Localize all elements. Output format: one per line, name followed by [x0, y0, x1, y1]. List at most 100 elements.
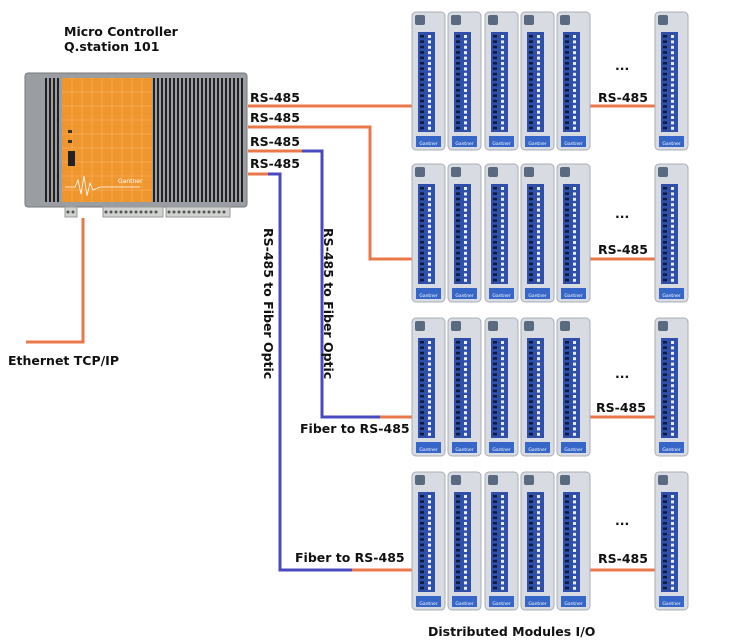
terminal-led [428, 78, 431, 82]
terminal [529, 246, 533, 249]
terminal-led [573, 268, 576, 271]
terminal-led [573, 110, 576, 114]
terminal [420, 278, 424, 282]
terminal-led [671, 246, 674, 250]
terminal [663, 99, 667, 103]
terminal-led [501, 538, 504, 542]
terminal [456, 384, 460, 387]
module-q-badge [658, 15, 668, 25]
terminal-led [573, 278, 576, 282]
terminal-led [501, 581, 504, 585]
module-label-plate [416, 288, 441, 299]
module-brand: Gantner [528, 601, 546, 607]
terminal [493, 78, 497, 81]
terminal [529, 500, 533, 503]
status-led [68, 130, 72, 133]
terminal [456, 121, 460, 124]
terminal [420, 532, 424, 536]
terminal-led [464, 357, 467, 361]
terminal-led [537, 505, 540, 509]
terminal [493, 576, 497, 579]
terminal-led [671, 62, 674, 65]
terminal-led [428, 235, 431, 239]
terminal-led [501, 389, 504, 393]
terminal-led [537, 432, 540, 436]
terminal-led [573, 346, 576, 350]
terminal-led [428, 559, 431, 563]
terminal [565, 214, 569, 217]
terminal-screw [167, 210, 171, 214]
module-q-badge [658, 167, 668, 177]
terminal-led [428, 527, 431, 531]
terminal [663, 378, 667, 382]
terminal [565, 83, 569, 87]
terminal-led [671, 219, 674, 223]
terminal-led [501, 532, 504, 536]
terminal-led [464, 389, 467, 393]
terminal [493, 246, 497, 249]
terminal-led [671, 89, 674, 92]
rs485-label-4: RS-485 [250, 156, 300, 171]
terminal-led [573, 384, 576, 388]
terminal [529, 511, 533, 514]
terminal-led [501, 357, 504, 361]
terminal-led [671, 373, 674, 377]
terminal [529, 341, 533, 344]
terminal [565, 549, 569, 552]
terminal-led [428, 416, 431, 420]
terminal [420, 549, 424, 552]
terminal-led [537, 197, 540, 201]
terminal-led [537, 268, 540, 271]
terminal-led [464, 62, 467, 65]
terminal-led [501, 400, 504, 404]
terminal-led [464, 35, 467, 38]
heatsink-fin [237, 78, 239, 202]
terminal [565, 224, 569, 228]
terminal [565, 219, 569, 222]
terminal-led [573, 99, 576, 103]
terminal-led [537, 586, 540, 590]
terminal [493, 56, 497, 60]
terminal [493, 378, 497, 382]
terminal-screw [149, 210, 153, 214]
terminal-led [671, 570, 674, 574]
terminal-led [671, 83, 674, 87]
terminal-screw [139, 210, 143, 214]
terminal [663, 235, 667, 239]
terminal [663, 511, 667, 514]
io-module-r1-c1: Gantner [411, 11, 446, 151]
terminal [456, 570, 460, 574]
terminal-led [464, 395, 467, 398]
terminal [529, 94, 533, 97]
terminal [493, 586, 497, 590]
terminal-led [573, 235, 576, 239]
terminal [493, 230, 497, 233]
terminal-led [464, 538, 467, 542]
terminal-led [537, 368, 540, 371]
terminal-led [537, 411, 540, 415]
io-module-r4-c3: Gantner [484, 471, 519, 611]
terminal [565, 416, 569, 420]
micro-controller-device: Gantner [24, 72, 248, 218]
terminal [493, 373, 497, 376]
terminal-led [573, 522, 576, 525]
rs485-label-2: RS-485 [250, 110, 300, 125]
terminal-led [537, 35, 540, 38]
module-brand: Gantner [662, 447, 680, 453]
terminal [663, 62, 667, 65]
module-brand: Gantner [455, 447, 473, 453]
terminal [493, 94, 497, 97]
terminal [456, 500, 460, 503]
module-q-badge [415, 167, 425, 177]
terminal-led [428, 432, 431, 436]
terminal-led [428, 51, 431, 55]
terminal [529, 405, 533, 409]
terminal-led [464, 586, 467, 590]
modules-caption: Distributed Modules I/O [428, 624, 595, 639]
module-label-plate [416, 136, 441, 147]
module-q-badge [560, 321, 570, 331]
terminal-led [671, 78, 674, 82]
terminal-led [428, 56, 431, 60]
terminal-led [428, 268, 431, 271]
terminal-led [501, 522, 504, 525]
